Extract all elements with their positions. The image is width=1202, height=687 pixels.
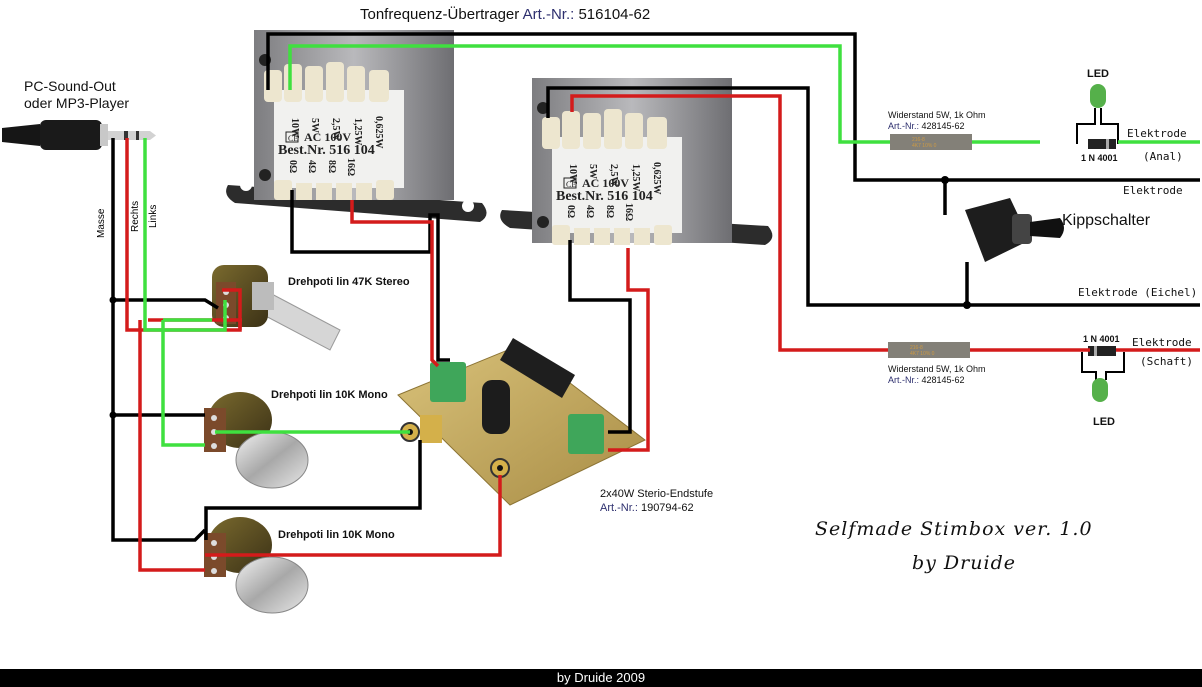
header-title: Tonfrequenz-Übertrager Art.-Nr.: 516104-… xyxy=(360,6,650,23)
svg-text:0Ω: 0Ω xyxy=(565,205,576,218)
transformer-rating: AC 100V xyxy=(304,130,351,144)
transformer-part-number: Best.Nr. 516 104 xyxy=(278,143,375,158)
svg-text:16Ω: 16Ω xyxy=(345,158,356,176)
transformer-title: Tonfrequenz-Übertrager xyxy=(360,6,520,23)
capacitor xyxy=(482,380,510,434)
electrode-label: Elektrode xyxy=(1123,184,1183,197)
art-number: 428145-62 xyxy=(921,375,965,385)
led-2 xyxy=(1081,352,1125,402)
svg-text:8Ω: 8Ω xyxy=(326,160,337,173)
electrode-schaft-label: Elektrode xyxy=(1132,336,1192,349)
source-label: PC-Sound-Out oder MP3-Player xyxy=(24,78,129,112)
diode-1-label: 1 N 4001 xyxy=(1081,153,1118,163)
diagram-canvas: 10W 5W 2,5W 1,25W 0,625W 0Ω 4Ω 8Ω 16Ω CE… xyxy=(2,30,1200,614)
electrode-anal-label: Elektrode xyxy=(1127,127,1187,140)
svg-text:5W: 5W xyxy=(309,118,320,133)
resistor-1: 216-8 4K7 10% 0 xyxy=(890,134,972,150)
amplifier-ic xyxy=(500,338,575,398)
potentiometer-mono-10k-2 xyxy=(204,517,309,614)
resistor-marking: 4K7 10% 0 xyxy=(912,143,937,149)
wire-label-left: Links xyxy=(148,204,159,228)
wire-label-ground: Masse xyxy=(96,208,107,238)
source-line-1: PC-Sound-Out xyxy=(24,78,116,94)
resistor-name: Widerstand 5W, 1k Ohm xyxy=(888,110,986,120)
switch-label: Kippschalter xyxy=(1062,212,1151,229)
ce-mark: CE xyxy=(566,180,576,189)
amplifier-label: 2x40W Sterio-Endstufe Art.-Nr.: 190794-6… xyxy=(600,487,713,515)
svg-text:0,625W: 0,625W xyxy=(373,116,384,149)
svg-text:0,625W: 0,625W xyxy=(651,162,662,195)
art-label: Art.-Nr.: xyxy=(600,502,638,514)
transformer-1: 10W 5W 2,5W 1,25W 0,625W 0Ω 4Ω 8Ω 16Ω CE… xyxy=(226,30,487,222)
svg-text:1,25W: 1,25W xyxy=(352,118,363,146)
transformer-rating: AC 100V xyxy=(582,176,629,190)
electrode-schaft-sublabel: (Schaft) xyxy=(1140,355,1193,368)
wires xyxy=(111,32,1200,572)
resistor-marking: 216-8 xyxy=(910,345,923,351)
svg-text:16Ω: 16Ω xyxy=(623,203,634,221)
wire-ground xyxy=(111,32,1200,542)
potentiometer-mono-10k-1 xyxy=(204,392,309,489)
svg-text:4Ω: 4Ω xyxy=(306,160,317,173)
svg-text:10W: 10W xyxy=(289,118,300,138)
amplifier-board xyxy=(397,338,646,506)
svg-text:4Ω: 4Ω xyxy=(584,205,595,218)
electrode-anal-sublabel: (Anal) xyxy=(1143,150,1183,163)
led-2-label: LED xyxy=(1093,416,1115,428)
art-label: Art.-Nr.: xyxy=(522,6,575,23)
svg-text:2,5W: 2,5W xyxy=(330,118,341,141)
resistor-2-label: Widerstand 5W, 1k Ohm Art.-Nr.: 428145-6… xyxy=(888,364,986,386)
signature-line-1: Selfmade Stimbox ver. 1.0 xyxy=(815,518,1093,540)
svg-text:5W: 5W xyxy=(587,164,598,179)
junction-dots xyxy=(109,176,971,419)
wire-label-right: Rechts xyxy=(130,200,141,232)
resistor-name: Widerstand 5W, 1k Ohm xyxy=(888,364,986,374)
diode-1 xyxy=(1088,139,1116,149)
electrode-eichel-label: Elektrode (Eichel) xyxy=(1078,286,1198,299)
output-terminal-block xyxy=(568,414,604,454)
led-1-label: LED xyxy=(1087,68,1109,80)
led-1 xyxy=(1076,84,1119,144)
input-terminal-block xyxy=(430,362,466,402)
transformer-part-number: Best.Nr. 516 104 xyxy=(556,189,653,204)
source-line-2: oder MP3-Player xyxy=(24,95,130,111)
wire-left-channel xyxy=(143,44,1200,447)
signature-line-2: by Druide xyxy=(912,552,1016,574)
transformer-2: 10W 5W 2,5W 1,25W 0,625W 0Ω 4Ω 8Ω 16Ω CE… xyxy=(500,78,773,245)
svg-text:2,5W: 2,5W xyxy=(608,164,619,187)
ce-mark: CE xyxy=(288,134,298,143)
resistor-2: 216-8 4K7 10% 0 xyxy=(888,342,970,358)
diode-2-label: 1 N 4001 xyxy=(1083,334,1120,344)
toggle-switch xyxy=(965,198,1064,262)
pot-label-mono-2: Drehpoti lin 10K Mono xyxy=(278,529,395,541)
footer-text: by Druide 2009 xyxy=(556,670,646,685)
audio-jack-plug xyxy=(2,120,156,150)
pot-label-mono-1: Drehpoti lin 10K Mono xyxy=(271,389,388,401)
resistor-marking: 216-8 xyxy=(912,137,925,143)
diode-2 xyxy=(1088,346,1116,356)
svg-text:8Ω: 8Ω xyxy=(604,205,615,218)
svg-text:10W: 10W xyxy=(567,164,578,184)
svg-text:0Ω: 0Ω xyxy=(287,160,298,173)
art-label: Art.-Nr.: xyxy=(888,121,919,131)
art-label: Art.-Nr.: xyxy=(888,375,919,385)
art-number: 190794-62 xyxy=(640,502,694,514)
pot-label-stereo: Drehpoti lin 47K Stereo xyxy=(288,276,410,288)
resistor-1-label: Widerstand 5W, 1k Ohm Art.-Nr.: 428145-6… xyxy=(888,110,986,132)
resistor-marking: 4K7 10% 0 xyxy=(910,351,935,357)
art-number: 428145-62 xyxy=(921,121,965,131)
art-number: 516104-62 xyxy=(578,6,651,23)
footer-bar: by Druide 2009 xyxy=(0,669,1202,687)
svg-text:1,25W: 1,25W xyxy=(630,164,641,192)
amplifier-name: 2x40W Sterio-Endstufe xyxy=(600,488,714,500)
